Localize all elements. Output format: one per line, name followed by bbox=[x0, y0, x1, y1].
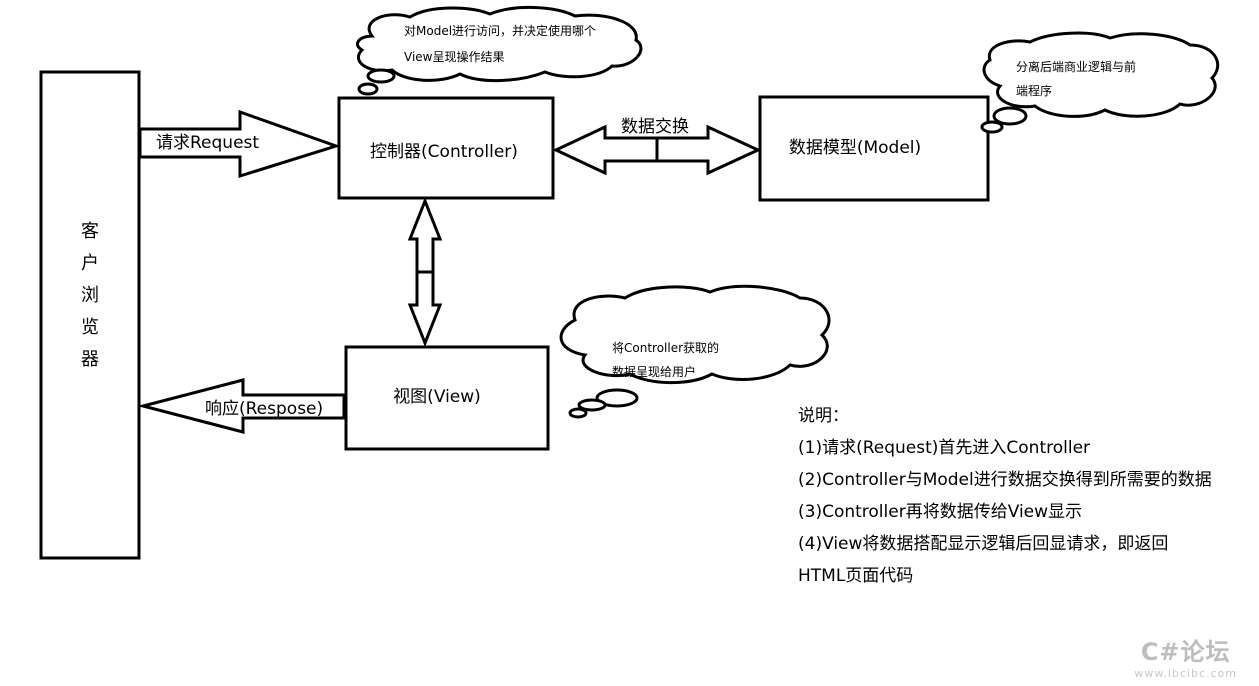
controller-bubble-line-1: 对Model进行访问，并决定使用哪个 bbox=[404, 23, 596, 38]
request-label: 请求Request bbox=[156, 133, 259, 153]
exchange-label: 数据交换 bbox=[621, 117, 689, 137]
client-char-2: 户 bbox=[81, 253, 99, 274]
controller-bubble-line-2: View呈现操作结果 bbox=[404, 49, 504, 64]
notes-item-4: (4)View将数据搭配显示逻辑后回显请求，即返回 bbox=[798, 534, 1169, 554]
notes-item-1: (1)请求(Request)首先进入Controller bbox=[798, 438, 1091, 458]
watermark-title: C#论坛 bbox=[1140, 638, 1231, 666]
view-bubble-line-2: 数据呈现给用户 bbox=[612, 364, 696, 379]
view-box bbox=[344, 345, 550, 451]
model-box bbox=[758, 95, 990, 202]
watermark-url: www.ibcibc.com bbox=[1134, 667, 1237, 680]
view-thought-bubble bbox=[559, 284, 831, 419]
view-label: 视图(View) bbox=[393, 387, 481, 407]
model-thought-bubble bbox=[980, 31, 1220, 134]
request-arrow bbox=[138, 109, 341, 179]
explanation-notes: 说明： (1)请求(Request)首先进入Controller (2)Cont… bbox=[798, 400, 1253, 592]
model-label: 数据模型(Model) bbox=[789, 138, 921, 158]
response-arrow bbox=[137, 378, 346, 434]
notes-item-2: (2)Controller与Model进行数据交换得到所需要的数据 bbox=[798, 470, 1212, 490]
notes-item-3: (3)Controller再将数据传给View显示 bbox=[798, 502, 1083, 522]
controller-label: 控制器(Controller) bbox=[370, 142, 518, 162]
controller-box bbox=[337, 96, 555, 200]
client-char-3: 浏 bbox=[81, 285, 99, 306]
view-bubble-line-1: 将Controller获取的 bbox=[612, 340, 719, 355]
notes-heading: 说明： bbox=[798, 406, 849, 426]
notes-item-4-cont: HTML页面代码 bbox=[798, 566, 914, 586]
watermark: C#论坛 www.ibcibc.com bbox=[1134, 632, 1237, 680]
response-label: 响应(Respose) bbox=[205, 399, 323, 419]
client-char-5: 器 bbox=[81, 349, 99, 370]
controller-thought-bubble bbox=[356, 6, 643, 96]
model-bubble-line-2: 端程序 bbox=[1016, 83, 1052, 98]
model-bubble-line-1: 分离后端商业逻辑与前 bbox=[1016, 59, 1136, 74]
client-browser-box bbox=[39, 70, 141, 560]
client-char-4: 览 bbox=[81, 317, 99, 338]
client-char-1: 客 bbox=[81, 221, 99, 242]
